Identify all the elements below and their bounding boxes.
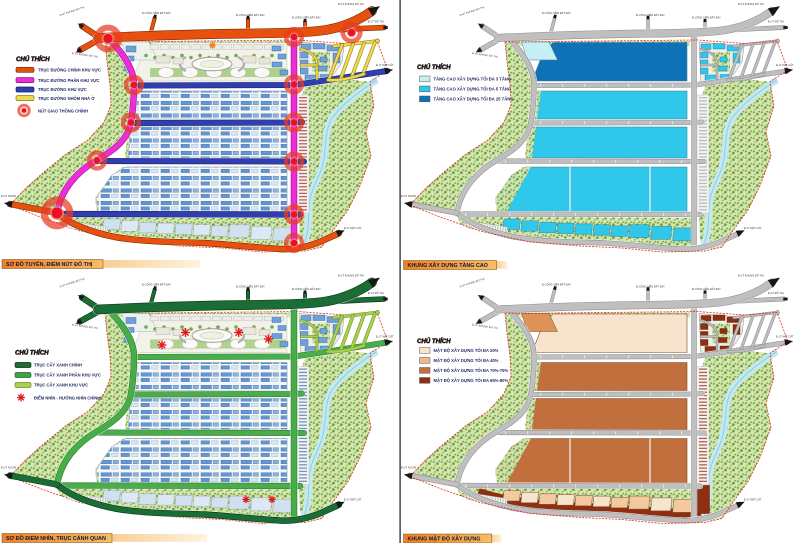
svg-text:CHÚ THÍCH: CHÚ THÍCH [16,56,50,63]
svg-text:Đ.GT KHUNG ĐÔ THỊ: Đ.GT KHUNG ĐÔ THỊ [738,1,764,6]
svg-text:MẬT ĐỘ XÂY DỰNG TỐI ĐA 20%: MẬT ĐỘ XÂY DỰNG TỐI ĐA 20% [434,348,499,353]
svg-text:Đ.CỔNG VIỀN ĐẤT ĐAY: Đ.CỔNG VIỀN ĐẤT ĐAY [142,10,171,15]
svg-text:Đ.GT KHUNG ĐÔ THỊ: Đ.GT KHUNG ĐÔ THỊ [738,273,764,278]
svg-text:CHÚ THÍCH: CHÚ THÍCH [15,350,49,357]
svg-text:Đ.CỔNG VIỀN ĐẤT ĐAY: Đ.CỔNG VIỀN ĐẤT ĐAY [542,10,571,15]
svg-text:Đ.GT NGOÀI: Đ.GT NGOÀI [1,194,17,198]
svg-text:Đ.17 MẶT CẮT: Đ.17 MẶT CẮT [776,334,794,339]
svg-text:TẦNG CAO XÂY DỰNG TỐI ĐA 25 TẦ: TẦNG CAO XÂY DỰNG TỐI ĐA 25 TẦNG [434,97,514,102]
svg-text:Đ.GT ĐÔ THỊ: Đ.GT ĐÔ THỊ [768,19,784,24]
svg-text:Đ.GT ĐÔ THỊ: Đ.GT ĐÔ THỊ [768,290,784,295]
svg-text:TRỤC CÂY XANH CHÍNH: TRỤC CÂY XANH CHÍNH [34,363,82,368]
svg-text:Đ.17 MẶT CẮT: Đ.17 MẶT CẮT [344,225,362,230]
svg-text:MẬT ĐỘ XÂY DỰNG TỐI ĐA 40%: MẬT ĐỘ XÂY DỰNG TỐI ĐA 40% [434,358,499,363]
svg-text:Đ.GT KHUNG ĐÔ THỊ: Đ.GT KHUNG ĐÔ THỊ [472,50,498,59]
svg-text:TRỤC ĐƯỜNG NHÓM NHÀ Ở: TRỤC ĐƯỜNG NHÓM NHÀ Ở [38,96,95,101]
svg-text:Đ.CỔNG VIỀN ĐẤT ĐAY: Đ.CỔNG VIỀN ĐẤT ĐAY [692,286,721,291]
svg-text:KHUNG XÂY DỰNG TẦNG CAO: KHUNG XÂY DỰNG TẦNG CAO [408,262,488,269]
svg-text:TRỤC CÂY XANH KHU VỰC: TRỤC CÂY XANH KHU VỰC [34,383,88,388]
svg-text:Đ.CỔNG VIỀN ĐẤT ĐAY: Đ.CỔNG VIỀN ĐẤT ĐAY [542,282,571,287]
svg-text:SƠ ĐỒ ĐIỂM NHÌN, TRỤC CẢNH QUA: SƠ ĐỒ ĐIỂM NHÌN, TRỤC CẢNH QUAN [6,534,106,542]
svg-text:CHÚ THÍCH: CHÚ THÍCH [15,350,49,357]
svg-text:MẬT ĐỘ XÂY DỰNG TỐI ĐA 70%-75%: MẬT ĐỘ XÂY DỰNG TỐI ĐA 70%-75% [434,368,509,373]
svg-text:Đ.GT KHUNG ĐÔ THỊ: Đ.GT KHUNG ĐÔ THỊ [338,1,364,6]
svg-text:CHÚ THÍCH: CHÚ THÍCH [417,64,451,71]
svg-text:Đ.17 MẶT CẮT: Đ.17 MẶT CẮT [744,225,762,230]
svg-text:Đ.CỔNG VIỀN ĐẤT ĐAY: Đ.CỔNG VIỀN ĐẤT ĐAY [292,15,321,20]
svg-text:Đ.17 MẶT CẮT: Đ.17 MẶT CẮT [376,334,394,339]
svg-text:TẦNG CAO XÂY DỰNG TỐI ĐA 5 TẦN: TẦNG CAO XÂY DỰNG TỐI ĐA 5 TẦNG [434,87,512,92]
svg-text:CHÚ THÍCH: CHÚ THÍCH [417,64,451,71]
svg-text:TRỤC ĐƯỜNG PHÂN KHU VỰC: TRỤC ĐƯỜNG PHÂN KHU VỰC [38,78,99,83]
svg-text:Đ.CỔNG VIỀN ĐẤT ĐAY: Đ.CỔNG VIỀN ĐẤT ĐAY [636,12,665,17]
svg-text:Đ.GT NGOÀI: Đ.GT NGOÀI [401,194,417,198]
svg-text:TẦNG CAO XÂY DỰNG TỐI ĐA 3 TẦN: TẦNG CAO XÂY DỰNG TỐI ĐA 3 TẦNG [434,77,512,82]
svg-text:CHÚ THÍCH: CHÚ THÍCH [417,338,451,345]
svg-text:Đ.CỔNG VIỀN ĐẤT ĐAY: Đ.CỔNG VIỀN ĐẤT ĐAY [236,12,265,17]
svg-text:KHUNG MẬT ĐỘ XÂY DỰNG: KHUNG MẬT ĐỘ XÂY DỰNG [408,535,481,543]
svg-text:TRỤC ĐƯỜNG KHU VỰC: TRỤC ĐƯỜNG KHU VỰC [38,87,87,92]
svg-text:Đ.CỔNG VIỀN ĐẤT ĐAY: Đ.CỔNG VIỀN ĐẤT ĐAY [292,286,321,291]
svg-text:Đ.CỔNG VIỀN ĐẤT ĐAY: Đ.CỔNG VIỀN ĐẤT ĐAY [142,282,171,287]
svg-text:SƠ ĐỒ TUYẾN, ĐIỂM NÚT ĐÔ THỊ: SƠ ĐỒ TUYẾN, ĐIỂM NÚT ĐÔ THỊ [6,260,93,268]
svg-text:ĐIỂM NHÌN - HƯỚNG NHÌN CHÍNH: ĐIỂM NHÌN - HƯỚNG NHÌN CHÍNH [34,395,100,400]
svg-text:Đ.GT NGOÀI: Đ.GT NGOÀI [401,466,417,470]
svg-text:Đ.GT KHUNG ĐÔ THỊ: Đ.GT KHUNG ĐÔ THỊ [338,273,364,278]
svg-text:Đ.CỔNG VIỀN ĐẤT ĐAY: Đ.CỔNG VIỀN ĐẤT ĐAY [236,284,265,289]
svg-text:Đ.GT KHUNG ĐÔ THỊ: Đ.GT KHUNG ĐÔ THỊ [72,50,98,59]
svg-text:Đ.GT KHUNG ĐÔ THỊ: Đ.GT KHUNG ĐÔ THỊ [472,322,498,331]
svg-text:Đ.17 MẶT CẮT: Đ.17 MẶT CẮT [344,497,362,502]
svg-text:TRỤC ĐƯỜNG CHÍNH KHU VỰC: TRỤC ĐƯỜNG CHÍNH KHU VỰC [38,68,101,73]
svg-text:Đ.CỔNG VIỀN ĐẤT ĐAY: Đ.CỔNG VIỀN ĐẤT ĐAY [636,284,665,289]
svg-text:Đ.GT NGOÀI: Đ.GT NGOÀI [1,466,17,470]
svg-text:Đ.17 MẶT CẮT: Đ.17 MẶT CẮT [744,497,762,502]
svg-text:Đ.GT KHUNG ĐÔ THỊ: Đ.GT KHUNG ĐÔ THỊ [72,322,98,331]
svg-text:NÚT GIAO THÔNG CHÍNH: NÚT GIAO THÔNG CHÍNH [38,108,88,113]
svg-text:CHÚ THÍCH: CHÚ THÍCH [417,338,451,345]
svg-text:TRỤC CÂY XANH PHÂN KHU VỰC: TRỤC CÂY XANH PHÂN KHU VỰC [34,373,101,378]
svg-text:MẬT ĐỘ XÂY DỰNG TỐI ĐA 65%-80%: MẬT ĐỘ XÂY DỰNG TỐI ĐA 65%-80% [434,378,509,383]
svg-text:Đ.17 MẶT CẮT: Đ.17 MẶT CẮT [776,62,794,67]
svg-text:Đ.17 MẶT CẮT: Đ.17 MẶT CẮT [376,62,394,67]
svg-text:Đ.GT ĐÔ THỊ: Đ.GT ĐÔ THỊ [368,290,384,295]
svg-text:CHÚ THÍCH: CHÚ THÍCH [16,56,50,63]
svg-text:Đ.CỔNG VIỀN ĐẤT ĐAY: Đ.CỔNG VIỀN ĐẤT ĐAY [692,15,721,20]
svg-text:Đ.GT ĐÔ THỊ: Đ.GT ĐÔ THỊ [368,19,384,24]
